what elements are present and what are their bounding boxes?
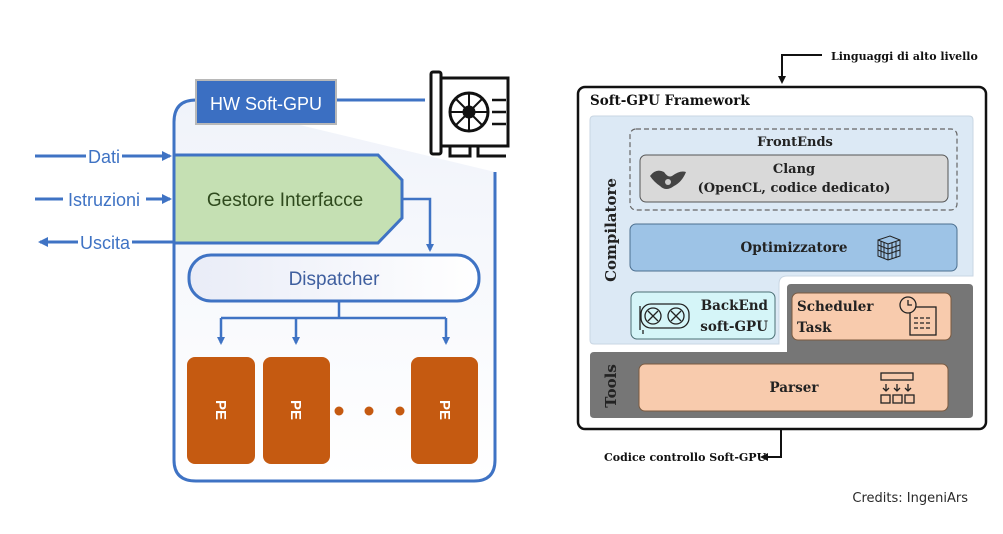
output-label-uscita: Uscita xyxy=(80,233,131,253)
graphics-card-icon xyxy=(429,70,510,158)
clang-box xyxy=(639,154,949,203)
backend-line1: BackEnd xyxy=(701,298,769,314)
frontends-group xyxy=(629,128,958,211)
pe-box: PE xyxy=(187,357,255,464)
backend-line2: soft-GPU xyxy=(700,319,768,335)
ellipsis-dots xyxy=(334,406,405,416)
hw-title-box xyxy=(195,79,337,125)
frontends-label: FrontEnds xyxy=(757,135,833,150)
dispatcher-box xyxy=(187,253,481,303)
tools-section-label: Tools xyxy=(602,364,620,408)
dispatcher-label: Dispatcher xyxy=(289,269,380,290)
cube-icon xyxy=(877,235,901,261)
dispatcher-to-pe-connectors xyxy=(217,301,450,345)
parser-box xyxy=(638,363,949,412)
scheduler-line1: Scheduler xyxy=(797,299,874,315)
input-arrow xyxy=(778,54,822,84)
hw-soft-gpu-diagram: HW Soft-GPU Gestore Interfacce Dati Istr… xyxy=(35,70,510,483)
credits-text: Credits: IngeniArs xyxy=(852,491,968,506)
pe-box: PE xyxy=(263,357,330,464)
compiler-section-label: Compilatore xyxy=(602,178,620,282)
clang-line1: Clang xyxy=(773,162,815,177)
interface-manager-label: Gestore Interfacce xyxy=(207,190,363,211)
pe-label: PE xyxy=(212,400,229,420)
output-label: Codice controllo Soft-GPU xyxy=(604,451,767,464)
pe-label: PE xyxy=(287,400,304,420)
dragon-icon xyxy=(650,170,686,189)
pe-box: PE xyxy=(411,357,478,464)
pe-label: PE xyxy=(436,400,453,420)
interface-to-dispatcher-arrow xyxy=(402,197,434,252)
soft-gpu-framework-diagram: Linguaggi di alto livello Soft-GPU Frame… xyxy=(576,50,988,464)
optimizer-box xyxy=(629,223,958,272)
framework-title: Soft-GPU Framework xyxy=(590,93,750,109)
clang-line2: (OpenCL, codice dedicato) xyxy=(698,181,891,196)
dual-fan-gpu-icon xyxy=(639,303,690,334)
scheduler-line2: Task xyxy=(797,320,832,336)
output-arrow xyxy=(760,429,782,461)
hw-title: HW Soft-GPU xyxy=(210,94,322,114)
hierarchy-icon xyxy=(880,372,915,404)
input-label: Linguaggi di alto livello xyxy=(831,50,978,63)
clock-calendar-icon xyxy=(899,296,937,336)
parser-label: Parser xyxy=(770,380,820,396)
input-label-istruzioni: Istruzioni xyxy=(68,190,140,210)
input-label-dati: Dati xyxy=(88,147,120,167)
optimizer-label: Optimizzatore xyxy=(741,240,848,256)
